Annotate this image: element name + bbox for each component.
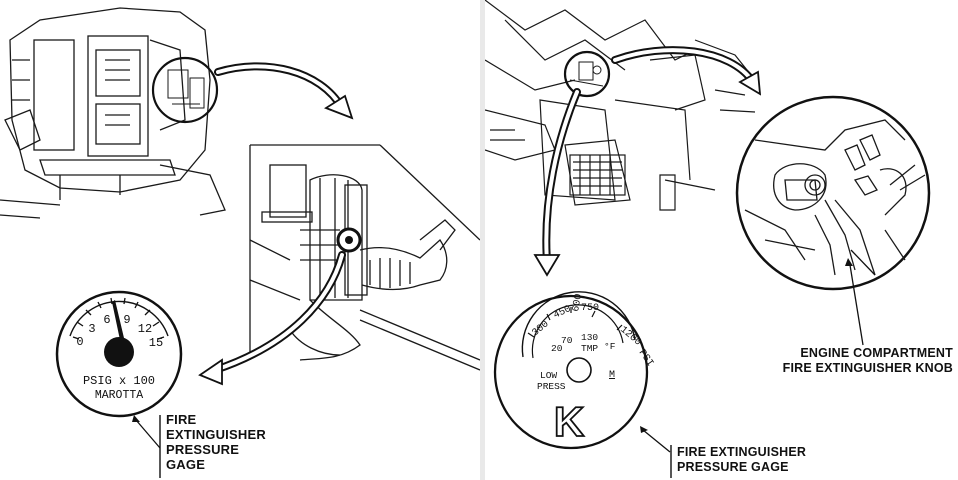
gauge-label-0: 0 xyxy=(76,335,83,349)
knob-circle-detail-lines xyxy=(569,61,604,87)
pressure-gauge-dial: 0 3 6 9 12 15 PSIG x 100 MAROTTA xyxy=(55,290,183,418)
k-gauge-inner-arc xyxy=(531,304,624,359)
gauge-label-9: 9 xyxy=(123,313,130,327)
gauge-label-12: 12 xyxy=(138,322,152,336)
gauge-maker-label: MAROTTA xyxy=(95,389,143,402)
right-illustration: 300 450 600 750 1200 PSI 20 70 130 TMP °… xyxy=(485,0,931,478)
k-gauge-center xyxy=(566,357,592,383)
k-pressure-gauge: 300 450 600 750 1200 PSI 20 70 130 TMP °… xyxy=(493,291,655,450)
gauge-unit-label: PSIG x 100 xyxy=(83,374,155,388)
k-gauge-ticks xyxy=(527,307,623,338)
arrow-head-gauge xyxy=(198,358,223,386)
k-logo: K xyxy=(554,398,584,445)
k-label-130: 130 xyxy=(581,332,598,343)
callout-leader-tip-left xyxy=(132,415,140,422)
left-panel: 0 3 6 9 12 15 PSIG x 100 MAROTTA FIRE EX… xyxy=(0,0,480,480)
detail-circle xyxy=(151,56,219,124)
k-label-750: 750 xyxy=(581,303,599,314)
gauge-hub xyxy=(104,337,134,367)
callout-line: PRESSURE GAGE xyxy=(677,460,789,474)
engine-compartment-knob-callout: ENGINE COMPARTMENT FIRE EXTINGUISHER KNO… xyxy=(753,346,953,376)
gauge-scale-arc xyxy=(69,300,169,337)
k-label-degf: °F xyxy=(604,341,616,352)
turret-interior-drawing xyxy=(0,7,226,219)
k-label-20: 20 xyxy=(551,343,563,354)
gauge-label-15: 15 xyxy=(149,336,163,350)
arrow-head-detail xyxy=(324,94,354,120)
gage-callout-leader xyxy=(642,429,671,453)
callout-line: GAGE xyxy=(166,457,206,472)
engine-compartment-drawing xyxy=(485,0,756,211)
circle-detail-lines xyxy=(167,69,205,109)
knob-callout-leader-tip xyxy=(845,258,853,266)
k-label-tmp: TMP xyxy=(581,343,598,354)
arrow-to-knob-fill xyxy=(613,48,755,84)
arrow-to-pressure-gage-fill xyxy=(544,90,579,264)
gauge-ticks xyxy=(72,297,165,340)
fire-extinguisher-pressure-gage-callout: FIRE EXTINGUISHER PRESSURE GAGE xyxy=(166,412,286,472)
k-label-m: M xyxy=(609,370,615,381)
callout-line: EXTINGUISHER xyxy=(166,427,266,442)
fire-extinguisher-pressure-gage-callout-right: FIRE EXTINGUISHER PRESSURE GAGE xyxy=(677,445,857,475)
callout-line: PRESSURE xyxy=(166,442,240,457)
knob-callout-leader xyxy=(849,264,864,346)
knob-zoom-view xyxy=(735,95,931,291)
knob-detail-circle xyxy=(563,50,611,98)
callout-line: ENGINE COMPARTMENT xyxy=(800,346,953,360)
callout-line: FIRE EXTINGUISHER xyxy=(677,445,807,459)
k-label-press: PRESS xyxy=(537,381,566,392)
k-gauge-outer-arc xyxy=(521,291,636,358)
k-gauge-face xyxy=(493,294,649,450)
callout-leader-left xyxy=(135,419,161,449)
arrow-head-pressure-gage xyxy=(533,254,561,277)
gage-callout-leader-tip xyxy=(640,426,648,433)
k-label-70: 70 xyxy=(561,335,573,346)
pressure-gauge-center xyxy=(345,236,353,244)
arrow-head-knob xyxy=(738,70,762,96)
left-illustration: 0 3 6 9 12 15 PSIG x 100 MAROTTA xyxy=(0,7,480,478)
k-label-low: LOW xyxy=(540,370,557,381)
callout-line: FIRE EXTINGUISHER KNOB xyxy=(782,361,953,375)
knob-zoom-details xyxy=(744,119,926,276)
right-panel: 300 450 600 750 1200 PSI 20 70 130 TMP °… xyxy=(485,0,958,480)
gauge-label-6: 6 xyxy=(103,313,110,327)
gauge-needle xyxy=(112,300,124,340)
knob-pointer-line xyxy=(850,249,876,276)
k-label-600: 600 xyxy=(571,293,585,313)
callout-line: FIRE xyxy=(166,412,197,427)
gauge-label-3: 3 xyxy=(88,322,95,336)
arrow-to-detail-fill xyxy=(216,64,344,110)
arrow-to-gauge-fill xyxy=(213,253,344,372)
knob-zoom-circle xyxy=(735,95,931,291)
